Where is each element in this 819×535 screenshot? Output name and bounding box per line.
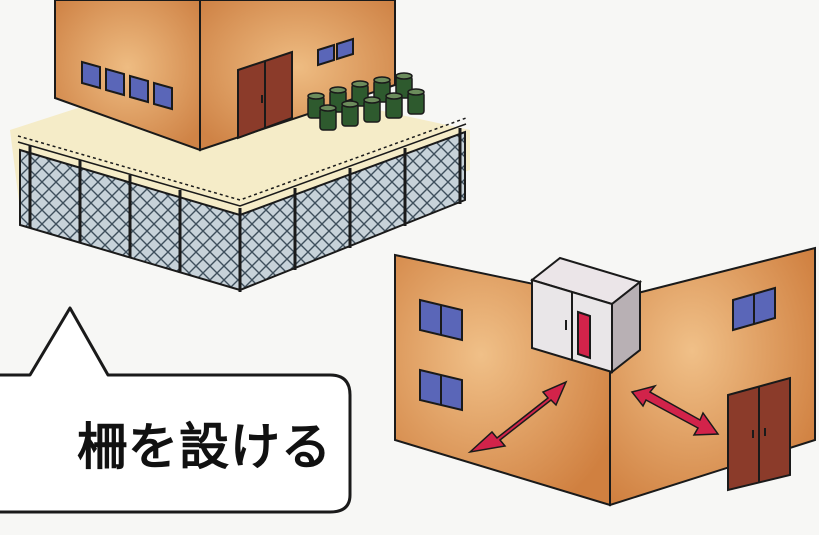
window-icon xyxy=(732,286,776,332)
window-icon xyxy=(81,60,173,111)
fence-illustration xyxy=(17,117,467,292)
door-icon xyxy=(727,376,791,492)
callout-label: 柵を設ける xyxy=(0,375,350,510)
window-icon xyxy=(317,37,354,67)
window-icon xyxy=(419,298,463,412)
arrow-icon xyxy=(467,380,720,454)
warehouse-illustration xyxy=(10,0,470,292)
building-corner-illustration xyxy=(394,246,816,507)
cabinet-illustration xyxy=(529,256,643,375)
drum-barrels-illustration xyxy=(307,72,425,131)
door-icon xyxy=(237,50,293,140)
callout-text: 柵を設ける xyxy=(77,417,332,476)
speech-bubble xyxy=(0,306,352,514)
